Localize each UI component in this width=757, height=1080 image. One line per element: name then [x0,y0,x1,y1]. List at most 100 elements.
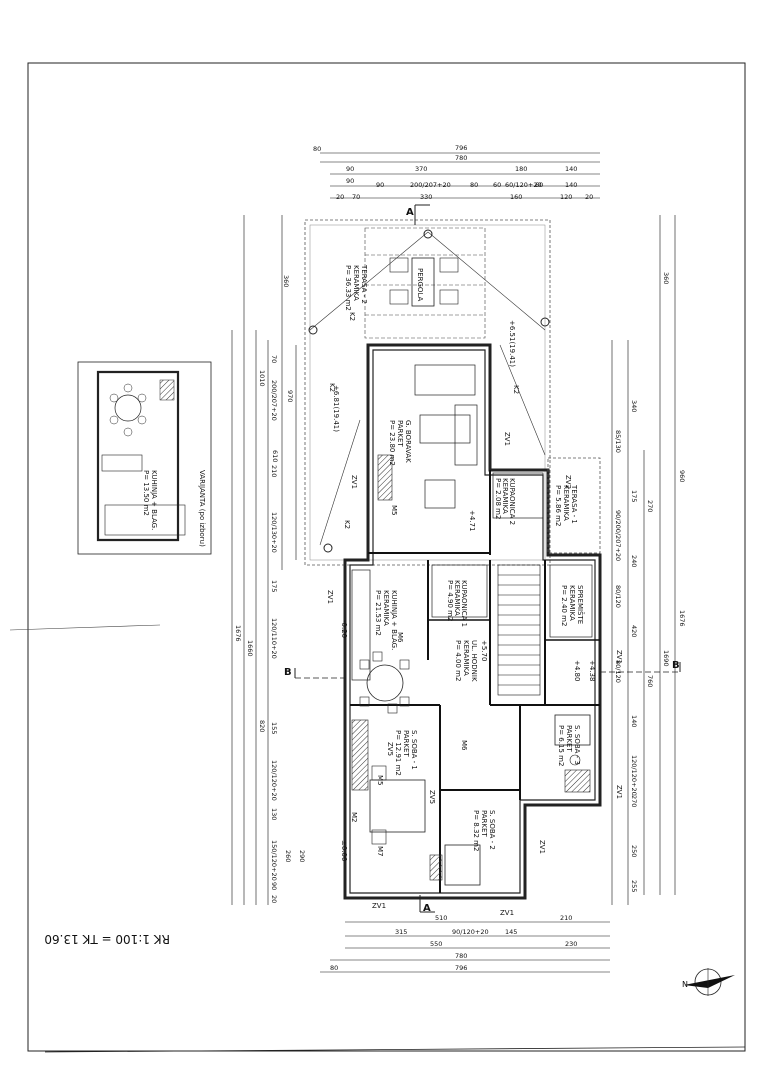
bedroom-3-floor: PARKET [565,725,573,752]
svg-text:ZV1: ZV1 [538,840,546,854]
svg-text:120/110+20: 120/110+20 [270,618,278,659]
svg-text:140: 140 [565,181,577,189]
terrace-table [411,257,435,307]
drawing-frame [27,62,746,1052]
svg-text:120/130+20: 120/130+20 [270,512,278,553]
level-mark-step: -0.20 [340,620,348,638]
dimension-text-90: 90 [346,165,354,173]
storage-room [549,564,593,638]
terrace-1-floor: KERAMIKA [562,485,570,521]
svg-text:B: B [284,667,292,678]
svg-text:270: 270 [646,500,654,512]
dining-table [366,664,404,702]
svg-text:760: 760 [646,675,654,687]
bedroom-2 [429,844,481,886]
bathroom-1 [431,564,488,618]
bathroom-2-name: KUPAONICA 2 [508,478,516,525]
terrace-2-name: TERASA - 2 [360,264,368,304]
scale-note: RK 1:100 = TK 13.60 [44,932,170,946]
svg-text:ZV1: ZV1 [500,909,514,917]
svg-text:90: 90 [270,882,278,890]
terrace-1-name: TERASA - 1 [570,484,578,524]
svg-text:340: 340 [630,400,638,412]
svg-text:360: 360 [282,275,290,287]
svg-text:M5: M5 [376,775,384,786]
section-marker-b-right: B [600,660,681,673]
dimension-chains-right [611,215,676,905]
svg-text:820: 820 [258,720,266,732]
svg-text:ZV1: ZV1 [615,785,623,799]
bathroom-2-floor: KERAMIKA [501,478,509,514]
drain-icon [540,317,550,327]
svg-text:1010: 1010 [258,370,266,387]
bedroom-1-floor: PARKET [402,730,410,757]
svg-text:140: 140 [630,715,638,727]
bathroom-1-floor: KERAMIKA [453,580,461,616]
kitchen-name: KUHINJA + BLAG. [390,590,398,650]
dimension-text-80b: 80 [330,964,338,972]
svg-text:210: 210 [560,914,572,922]
kitchen-dining [351,569,410,714]
living-room-name: G. BORAVAK [404,420,412,463]
dimension-text-90b: 90 [376,181,384,189]
svg-text:796: 796 [455,964,467,972]
hallway-area: P= 4.00 m2 [454,640,462,681]
variant-title: VARIJANTA (po izboru) [198,470,206,547]
svg-text:175: 175 [270,580,278,592]
svg-text:200/207+20: 200/207+20 [270,380,278,421]
dimension-texts-top: 796 780 370 180 140 90 200/207+20 80 60 … [336,144,593,201]
svg-text:70: 70 [352,193,360,201]
svg-text:1676: 1676 [234,625,242,642]
pergola [364,227,486,339]
storage-name: SPREMIŠTE [576,585,585,624]
svg-text:20: 20 [336,193,344,201]
window-mark: K2 [328,383,336,392]
svg-text:1660: 1660 [246,640,254,657]
dimension-chains-bottom [320,921,610,973]
storage-level: +4.38 [588,660,596,681]
svg-text:210: 210 [270,465,278,477]
svg-text:ZV2: ZV2 [564,475,572,489]
variant-room-name: KUHINJA + BLAG. [150,470,158,530]
svg-text:360: 360 [662,272,670,284]
drain-icon [308,325,318,335]
bathroom-1-area: P= 4.90 m2 [446,580,454,621]
frame-left-margin [9,624,161,631]
storage-floor: KERAMIKA [568,585,576,621]
bedroom-2-floor: PARKET [480,810,488,837]
svg-text:175: 175 [630,490,638,502]
terrace-level-left: +6.81(19.41) [332,385,340,432]
north-label: N [682,980,688,989]
svg-text:420: 420 [630,625,638,637]
window-marks: ZV1 ZV2 ZV1 ZV1 ZV1 ZV1 ZV1 ZV5 ZV5 ZV1 … [326,432,623,917]
svg-text:250: 250 [630,845,638,857]
north-arrow-icon [684,968,735,996]
svg-text:20: 20 [585,193,593,201]
storage-area: P= 2.40 m2 [560,585,568,626]
bedroom-1-area: P= 12.91 m2 [394,730,402,776]
living-room-area: P= 23.80 m2 [388,420,396,466]
svg-text:120/120+20: 120/120+20 [630,755,638,796]
svg-text:780: 780 [455,952,467,960]
svg-text:510: 510 [435,914,447,922]
variant-inset: VARIJANTA (po izboru) KUHINJA + BLAG. P=… [77,361,212,555]
bathroom-2-area: P= 2.08 m2 [494,478,502,519]
terrace-2-area: P= 36.33 m2 [344,265,352,311]
svg-text:ZV1: ZV1 [326,590,334,604]
svg-text:796: 796 [455,144,467,152]
terrace-1-area: P= 5.86 m2 [554,485,562,526]
svg-text:160: 160 [510,193,522,201]
svg-text:180: 180 [515,165,527,173]
drain-icon [423,229,433,239]
svg-text:70: 70 [270,355,278,363]
svg-text:150/120+20: 150/120+20 [270,840,278,881]
svg-text:ZV1: ZV1 [372,902,386,910]
svg-text:90: 90 [346,177,354,185]
svg-text:140: 140 [565,165,577,173]
svg-text:145: 145 [505,928,517,936]
window-mark: K2 [512,385,520,394]
bedroom-2-area: P= 8.32 m2 [472,810,480,851]
svg-text:370: 370 [415,165,427,173]
dimension-texts-right: 1676 1690 960 360 340 270 175 240 420 76… [614,272,686,892]
